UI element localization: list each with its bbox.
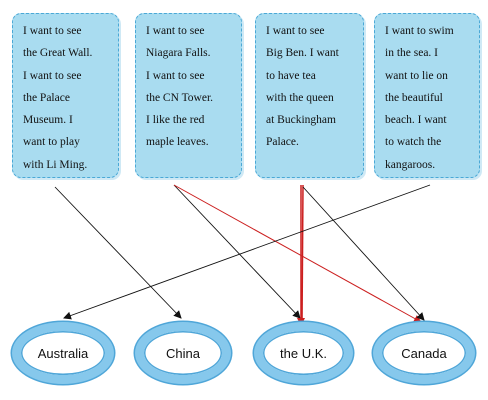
connector-china-card-to-china xyxy=(54,186,182,319)
card-line: I want to see xyxy=(23,69,82,82)
card-line: to watch the xyxy=(385,136,442,149)
connector-canada-card-to-uk xyxy=(173,184,301,319)
card-line: maple leaves. xyxy=(146,136,209,149)
card-uk-wishes: I want to see Big Ben. I want to have te… xyxy=(255,13,364,178)
card-line: Palace. xyxy=(266,136,299,149)
card-line: kangaroos. xyxy=(385,158,436,171)
card-text: I want to see Big Ben. I want to have te… xyxy=(266,20,355,154)
card-text: I want to see Niagara Falls. I want to s… xyxy=(146,20,233,154)
card-line: I want to swim xyxy=(385,25,454,37)
card-china-wishes: I want to see the Great Wall. I want to … xyxy=(12,13,119,178)
card-line: I like the red xyxy=(146,114,205,127)
card-line: Big Ben. I want xyxy=(266,47,339,60)
card-line: the Great Wall. xyxy=(23,47,93,60)
card-line: Museum. I xyxy=(23,114,73,127)
country-label: Australia xyxy=(37,345,89,361)
card-line: want to play xyxy=(23,136,80,149)
connector-uk-card-to-uk-double xyxy=(301,184,304,326)
card-line: at Buckingham xyxy=(266,114,336,127)
card-line: I want to see xyxy=(266,25,325,37)
card-line: the beautiful xyxy=(385,91,443,104)
card-line: the CN Tower. xyxy=(146,91,214,104)
card-line: with Li Ming. xyxy=(23,158,88,171)
connector-australia-card-to-australia xyxy=(63,184,431,320)
card-line: I want to see xyxy=(23,25,82,37)
card-line: in the sea. I xyxy=(385,47,439,60)
card-line: the Palace xyxy=(23,91,70,104)
connector-uk-card-to-canada xyxy=(302,186,425,321)
country-oval-china: China xyxy=(135,322,231,384)
country-oval-canada: Canada xyxy=(373,322,475,384)
card-line: to have tea xyxy=(266,69,316,82)
card-text: I want to see the Great Wall. I want to … xyxy=(23,20,110,176)
connector-canada-card-to-canada xyxy=(173,184,422,323)
card-line: I want to see xyxy=(146,25,205,37)
country-label: the U.K. xyxy=(280,345,327,361)
card-line: Niagara Falls. xyxy=(146,47,211,60)
card-australia-wishes: I want to swim in the sea. I want to lie… xyxy=(374,13,480,178)
card-text: I want to swim in the sea. I want to lie… xyxy=(385,20,471,176)
card-line: beach. I want xyxy=(385,114,447,127)
card-line: want to lie on xyxy=(385,69,448,82)
card-line: with the queen xyxy=(266,91,334,104)
country-oval-uk: the U.K. xyxy=(254,322,353,384)
country-label: Canada xyxy=(401,345,447,361)
card-canada-wishes: I want to see Niagara Falls. I want to s… xyxy=(135,13,242,178)
card-line: I want to see xyxy=(146,69,205,82)
country-oval-australia: Australia xyxy=(12,322,114,384)
country-label: China xyxy=(166,345,200,361)
